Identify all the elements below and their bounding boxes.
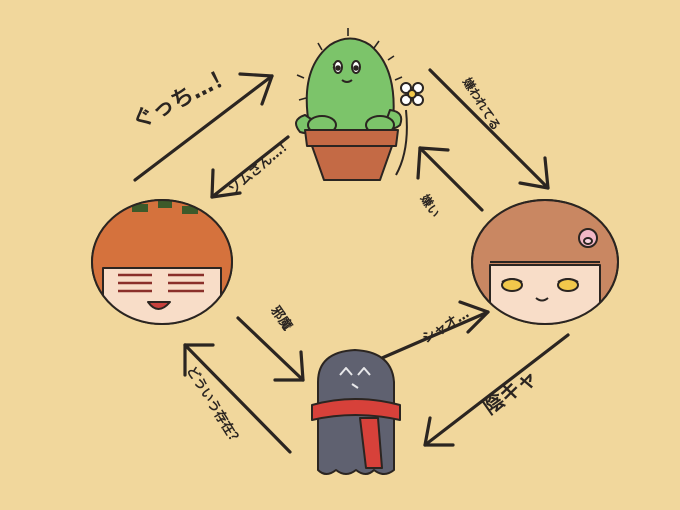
arrow-girl-to-cactus <box>416 146 484 212</box>
arrow-girl-to-ghost <box>423 333 570 447</box>
hooded-character <box>91 199 233 325</box>
arrow-cactus-to-hood <box>210 135 290 199</box>
arrow-hood-to-cactus <box>133 72 274 182</box>
arrow-hood-to-ghost <box>236 316 305 382</box>
cactus-character <box>295 28 424 181</box>
arrow-ghost-to-hood <box>183 343 292 454</box>
brown-hair-character <box>471 199 619 325</box>
arrow-ghost-to-girl <box>380 300 490 360</box>
arrow-cactus-to-girl <box>428 68 550 190</box>
scarf-ghost-character <box>311 349 401 475</box>
